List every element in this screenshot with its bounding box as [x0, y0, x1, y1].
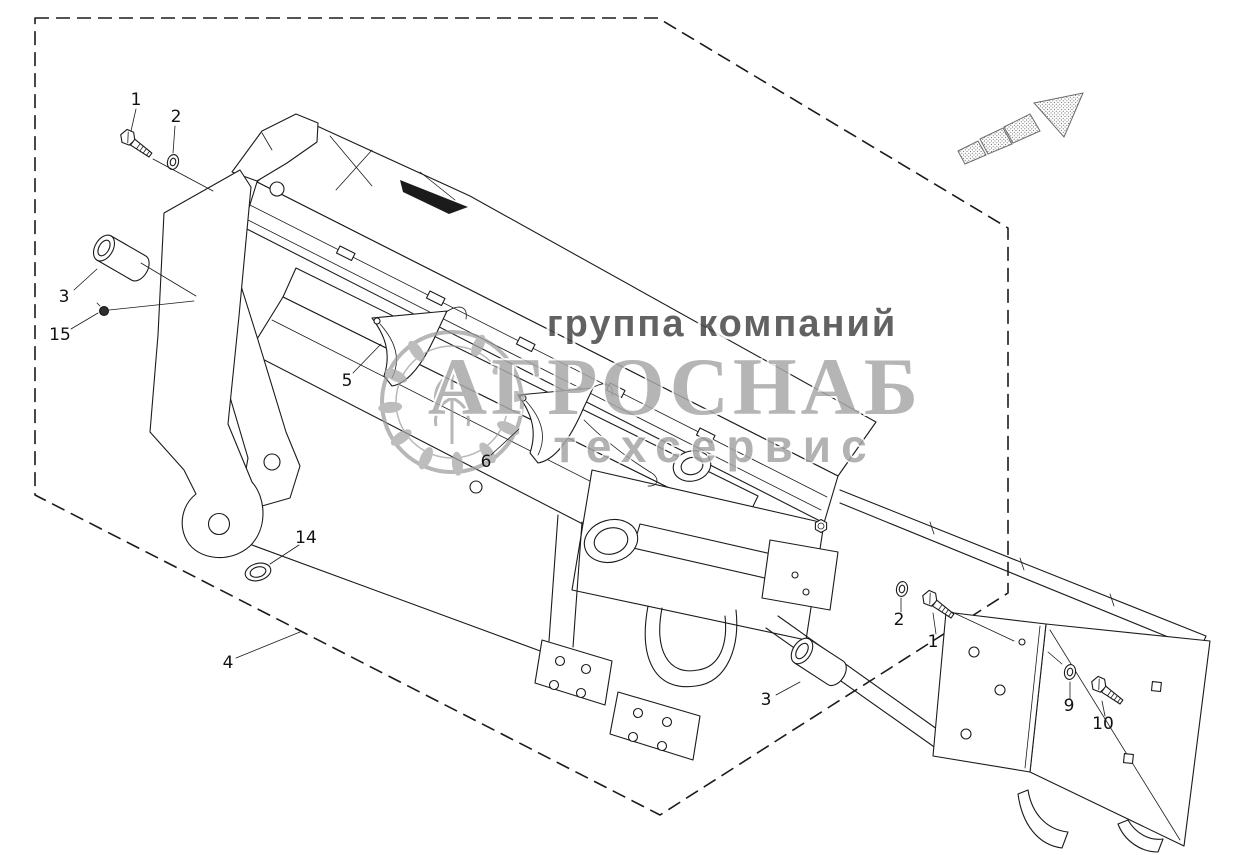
callout-label-5: 5	[342, 371, 353, 391]
support-legs	[534, 514, 738, 761]
bearing-hole	[583, 518, 639, 564]
callout-label-6: 6	[481, 452, 492, 472]
callout-label-1-upper: 1	[131, 90, 142, 110]
callout-label-10: 10	[1092, 714, 1114, 734]
washer-2-lower	[894, 580, 910, 598]
callout-label-1-lower: 1	[928, 632, 939, 652]
callout-label-9: 9	[1064, 696, 1075, 716]
bolt-1-upper	[116, 126, 157, 161]
bolt-1-lower	[918, 587, 959, 622]
watermark-brand: АГРОСНАБ	[428, 341, 922, 432]
leader-lines	[70, 108, 1106, 717]
watermark-company-group: группа компаний	[547, 303, 897, 345]
opening-wedge	[400, 180, 468, 214]
mounting-plate-right	[932, 611, 1211, 853]
ring-14	[244, 562, 272, 582]
left-plate-front	[149, 169, 264, 559]
beam-hole	[269, 181, 285, 197]
hex-nut	[814, 518, 828, 534]
bushing-3-upper	[88, 230, 154, 286]
upper-ear-bracket	[231, 113, 319, 182]
watermark-division: техсервис	[553, 420, 876, 472]
telescopic-rail	[765, 489, 1207, 757]
washer-2-upper	[165, 152, 181, 172]
foot-hole	[207, 512, 231, 536]
right-small-plate	[761, 539, 839, 611]
plug-15	[96, 302, 109, 316]
callout-label-3-lower: 3	[761, 690, 772, 710]
mounting-pad-right	[609, 691, 701, 761]
watermark: группа компаний АГРОСНАБ техсервис	[377, 300, 922, 477]
watermark-logo	[377, 330, 527, 477]
callout-labels: 1 2 3 15 5 6 14 4 2 1 3 9 10	[49, 90, 1114, 734]
callout-label-15: 15	[49, 325, 71, 345]
callout-label-2-upper: 2	[171, 107, 182, 127]
frame-assembly	[149, 113, 1211, 853]
assembly-boundary-dashed	[34, 17, 1009, 816]
callout-label-3-upper: 3	[59, 287, 70, 307]
callout-label-4: 4	[223, 653, 234, 673]
callout-label-2-lower: 2	[894, 610, 905, 630]
mounting-pad-left	[534, 639, 613, 706]
hardware-parts	[88, 126, 1128, 708]
callout-label-14: 14	[295, 528, 317, 548]
direction-arrow-icon	[957, 92, 1084, 165]
trough-end-hole	[672, 450, 712, 482]
mounting-bracket-front	[932, 611, 1047, 773]
